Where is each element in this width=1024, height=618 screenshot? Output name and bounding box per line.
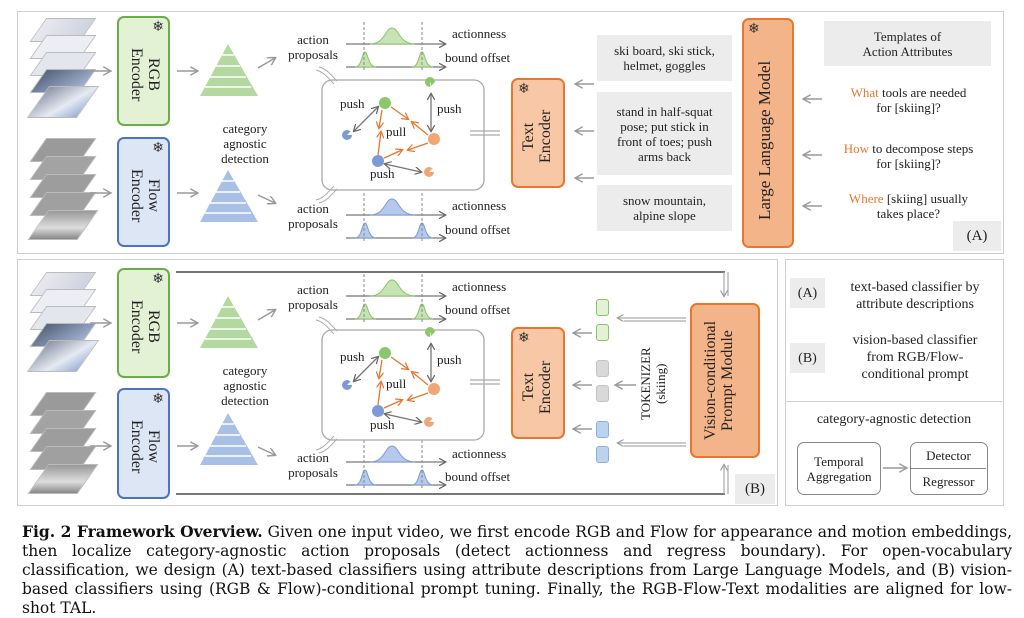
frozen-snowflake-icon: ❄: [518, 331, 530, 346]
flow-prompt-token: [596, 421, 609, 438]
frozen-snowflake-icon: ❄: [152, 392, 164, 407]
attribute-tools-box: ski board, ski stick,helmet, goggles: [597, 35, 732, 81]
template-question-how: How to decompose steps for [skiing]?: [843, 141, 974, 171]
rgb-video-frames: [26, 18, 100, 123]
flow-video-frames: [27, 138, 99, 243]
legend-b-tag: (B): [790, 343, 825, 373]
push-label: push: [340, 349, 365, 364]
flow-video-frames: [27, 392, 99, 497]
push-label: push: [340, 96, 365, 111]
class-name-token: [596, 360, 609, 377]
action-proposals-label: action proposals: [288, 450, 338, 480]
panel-a-tag: (A): [953, 221, 1001, 251]
legend-detection-title: category-agnostic detection: [816, 412, 972, 427]
caption-label: Fig. 2 Framework Overview.: [22, 522, 263, 541]
flow-encoder-a: ❄ Flow Encoder: [117, 137, 170, 247]
rgb-encoder-label: RGB Encoder: [128, 47, 162, 102]
flow-encoder-b: ❄ Flow Encoder: [117, 388, 170, 499]
panel-b-tag: (B): [735, 474, 775, 504]
actionness-label: actionness: [452, 26, 507, 41]
caption-text: Given one input video, we first encode R…: [22, 523, 1012, 617]
llm-label: Large Language Model: [755, 60, 774, 220]
push-label: push: [437, 352, 462, 367]
figure-caption: Fig. 2 Framework Overview. Given one inp…: [22, 522, 1012, 618]
bound-offset-label: bound offset: [445, 302, 511, 317]
rgb-encoder-b: ❄ RGB Encoder: [117, 268, 170, 378]
attribute-scene-box: snow mountain,alpine slope: [597, 185, 732, 231]
rgb-encoder-label: RGB Encoder: [128, 299, 162, 354]
legend-panel: [785, 259, 1004, 506]
actionness-label: actionness: [452, 446, 507, 461]
action-proposals-label: action proposals: [288, 201, 338, 231]
rgb-prompt-token: [596, 299, 609, 316]
legend-divider: [785, 401, 1002, 402]
flow-encoder-label: Flow Encoder: [128, 419, 162, 474]
frozen-snowflake-icon: ❄: [748, 22, 760, 37]
frozen-snowflake-icon: ❄: [152, 272, 164, 287]
action-proposals-label: action proposals: [288, 282, 338, 312]
push-label: push: [437, 101, 462, 116]
pull-label: pull: [386, 124, 407, 139]
frozen-snowflake-icon: ❄: [152, 20, 164, 35]
push-label: push: [370, 166, 395, 181]
bound-offset-label: bound offset: [445, 469, 511, 484]
rgb-encoder-a: ❄ RGB Encoder: [117, 16, 170, 126]
rgb-video-frames: [26, 272, 100, 377]
frozen-snowflake-icon: ❄: [152, 141, 164, 156]
pull-label: pull: [386, 376, 407, 391]
bound-offset-label: bound offset: [445, 50, 511, 65]
actionness-label: actionness: [452, 279, 507, 294]
bound-offset-label: bound offset: [445, 222, 511, 237]
template-question-what: What tools are needed for [skiing]?: [850, 85, 967, 115]
frozen-snowflake-icon: ❄: [518, 82, 530, 97]
detector-regressor-box: Detector Regressor: [910, 442, 988, 495]
rgb-prompt-token: [596, 324, 609, 341]
regressor-label: Regressor: [922, 474, 975, 489]
large-language-model: ❄ Large Language Model: [742, 18, 794, 248]
action-proposals-label: action proposals: [288, 32, 338, 62]
flow-prompt-token: [596, 446, 609, 463]
template-question-where: Where [skiing] usually takes place?: [848, 191, 969, 221]
class-name-token: [596, 385, 609, 402]
actionness-label: actionness: [452, 198, 507, 213]
flow-encoder-label: Flow Encoder: [128, 168, 162, 223]
push-label: push: [370, 417, 395, 432]
detector-label: Detector: [926, 448, 971, 463]
tokenizer-label: TOKENIZER(skiing): [638, 347, 668, 421]
legend-a-tag: (A): [790, 278, 825, 308]
